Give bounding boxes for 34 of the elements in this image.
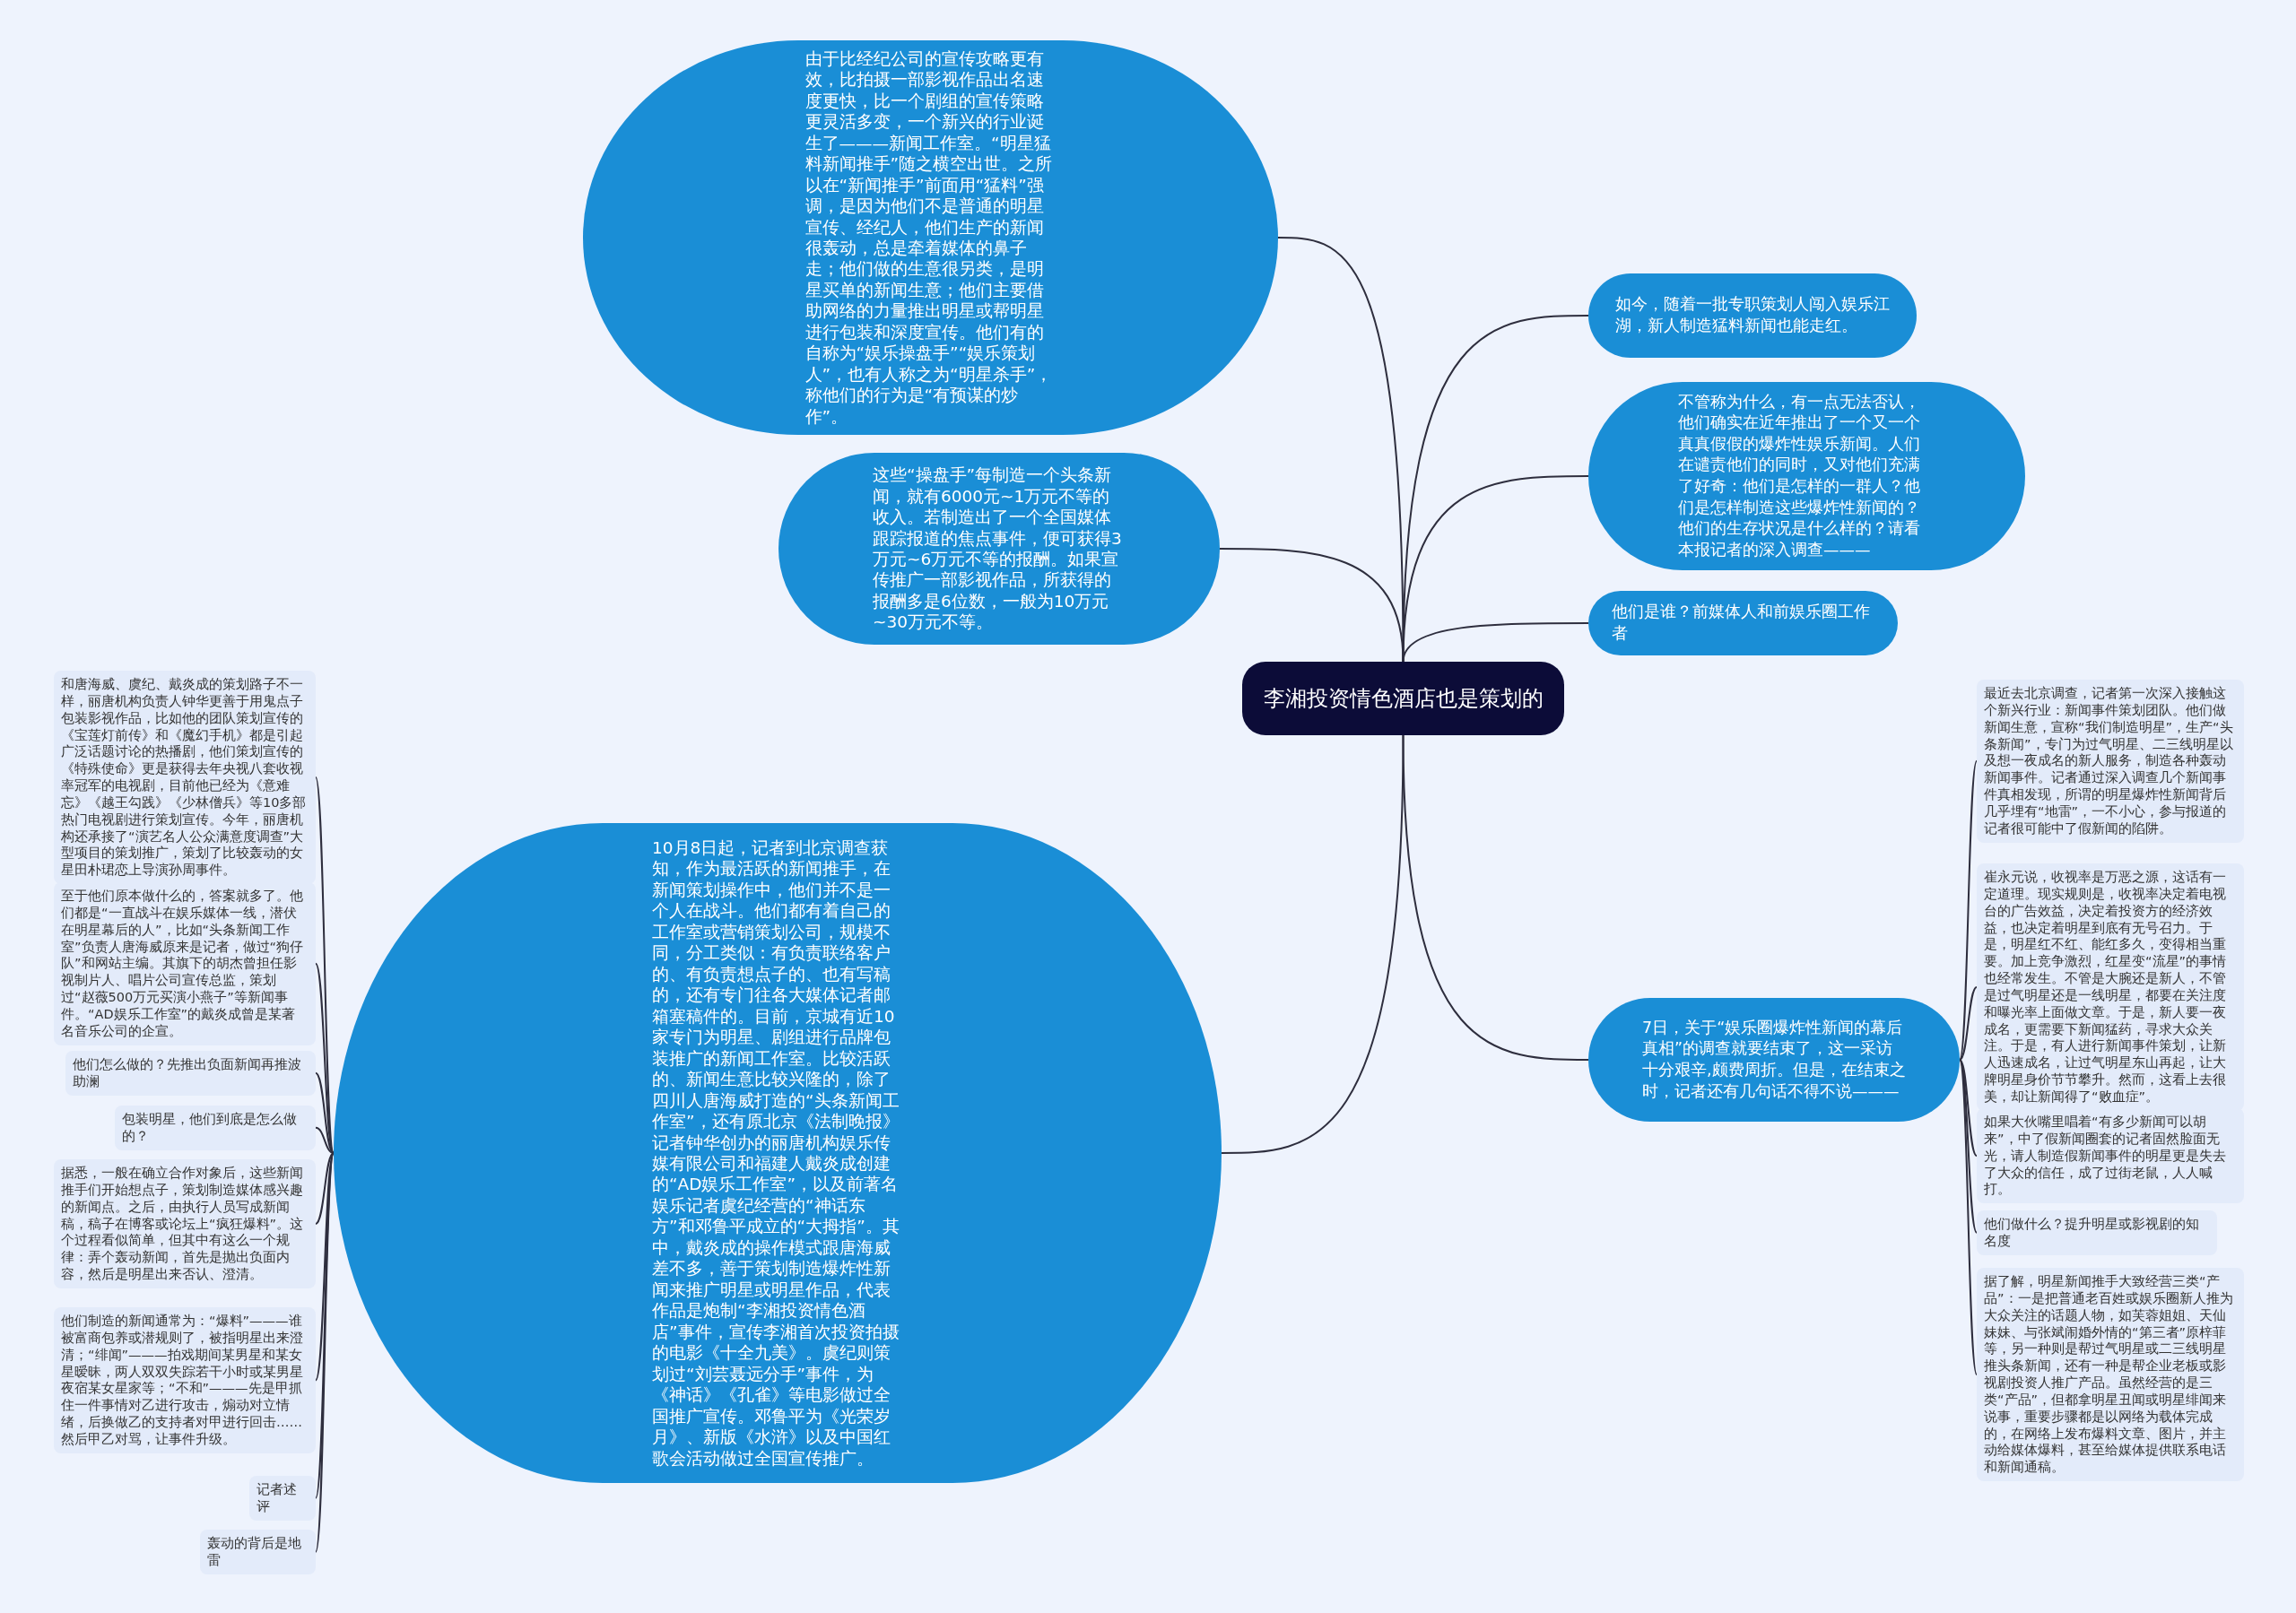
- connector-line: [1402, 315, 1589, 663]
- note-card: 据悉，一般在确立合作对象后，这些新闻推手们开始想点子，策划制造媒体感兴趣的新闻点。之后，由执行人员写成新闻稿，稿子在博客或论坛上“疯狂爆料”。这个过程看似简单，但其中有这么一个规律：弄个轰动新闻，首先是抛出负面内容，然后是明星出来否认、澄清。: [54, 1159, 316, 1288]
- topic-bubble: 10月8日起，记者到北京调查获知，作为最活跃的新闻推手，在新闻策划操作中，他们并不是一个人在战斗。他们都有着自己的工作室或营销策划公司，规模不同，分工类似：有负责联络客户的、有负责想点子的、也有写稿的，还有专门往各大媒体记者邮箱塞稿件的。目前，京城有近10家专门为明星、剧组进行品牌包装推广的新闻工作室。比较活跃的、新闻生意比较兴隆的，除了四川人唐海威打造的“头条新闻工作室”，还有原北京《法制晚报》记者钟华创办的丽唐机构娱乐传媒有限公司和福建人戴炎成创建的“AD娱乐工作室”，以及前著名娱乐记者虞纪经营的“神话东方”和邓鲁平成立的“大拇指”。其中，戴炎成的操作模式跟唐海威差不多，善于策划制造爆炸性新闻来推广明星或明星作品，代表作品是炮制“李湘投资情色酒店”事件，宣传李湘首次投资拍摄的电影《十全九美》。虞纪则策划过“刘芸聂远分手”事件，为《神话》《孔雀》等电影做过全国推广宣传。邓鲁平为《光荣岁月》、新版《水浒》以及中国红歌会活动做过全国宣传推广。: [334, 823, 1222, 1483]
- connector-line: [315, 1071, 335, 1154]
- note-card: 如果大伙嘴里唱着“有多少新闻可以胡来”，中了假新闻圈套的记者固然脸面无光，请人制造假新闻事件的明星更是失去了大众的信任，成了过街老鼠，人人喊打。: [1977, 1108, 2244, 1204]
- connector-line: [1959, 759, 1978, 1061]
- topic-bubble: 由于比经纪公司的宣传攻略更有效，比拍摄一部影视作品出名速度更快，比一个剧组的宣传策略更灵活多变，一个新兴的行业诞生了———新闻工作室。“明星猛料新闻推手”随之横空出世。之所以在“新闻推手”前面用“猛料”强调，是因为他们不是普通的明星宣传、经纪人，他们生产的新闻很轰动，总是牵着媒体的鼻子走；他们做的生意很另类，是明星买单的新闻生意；他们主要借助网络的力量推出明星或帮明星进行包装和深度宣传。他们有的自称为“娱乐操盘手”“娱乐策划人”，也有人称之为“明星杀手”，称他们的行为是“有预谋的炒作”。: [583, 40, 1278, 435]
- connector-line: [1402, 622, 1589, 663]
- note-card: 记者述评: [249, 1476, 316, 1521]
- note-card: 和唐海威、虞纪、戴炎成的策划路子不一样，丽唐机构负责人钟华更善于用鬼点子包装影视作品，比如他的团队策划宣传的《宝莲灯前传》和《魔幻手机》都是引起广泛话题讨论的热播剧，他们策划宣传的《特殊使命》更是获得去年央视八套收视率冠军的电视剧，目前他已经为《意难忘》《越王勾践》《少林僧兵》等10多部热门电视剧进行策划宣传。今年，丽唐机构还承接了“演艺名人公众满意度调查”大型项目的策划推广，策划了比较轰动的女星田朴珺恋上导演孙周事件。: [54, 671, 316, 885]
- note-card: 他们做什么？提升明星或影视剧的知名度: [1977, 1210, 2217, 1255]
- connector-line: [1959, 1059, 1978, 1234]
- note-card: 他们制造的新闻通常为：“爆料”———谁被富商包养或潜规则了，被指明星出来澄清；“绯闻”———拍戏期间某男星和某女星暧昧，两人双双失踪若干小时或某男星夜宿某女星家等；“不和”———先是甲抓住一件事情对乙进行攻击，煽动对立情绪，后换做乙的支持者对甲进行回击……然后甲乙对骂，让事件升级。: [54, 1307, 316, 1453]
- connector-line: [1402, 734, 1589, 1061]
- connector-line: [1959, 1059, 1978, 1158]
- central-topic-box: 李湘投资情色酒店也是策划的: [1242, 662, 1564, 735]
- note-card: 崔永元说，收视率是万恶之源，这话有一定道理。现实规则是，收视率决定着电视台的广告效益，决定着投资方的经济效益，也决定着明星到底有无号召力。于是，明星红不红、能红多久，变得相当重要。加上竞争激烈，红星变“流星”的事情也经常发生。不管是大腕还是新人，不管是过气明星还是一线明星，都要在关注度和曝光率上面做文章。于是，新人要一夜成名，更需要下新闻猛药，寻求大众关注。于是，有人进行新闻事件策划，让新人迅速成名，让过气明星东山再起，让大牌明星身价节节攀升。然而，这看上去很美，却让新闻得了“败血症”。: [1977, 863, 2244, 1111]
- connector-line: [1221, 734, 1405, 1154]
- connector-line: [315, 1126, 335, 1154]
- connector-line: [315, 1152, 335, 1225]
- note-card: 包装明星，他们到底是怎么做的？: [115, 1106, 316, 1150]
- note-card: 他们怎么做的？先推出负面新闻再推波助澜: [65, 1051, 316, 1096]
- topic-bubble: 不管称为什么，有一点无法否认，他们确实在近年推出了一个又一个真真假假的爆炸性娱乐新闻。人们在谴责他们的同时，又对他们充满了好奇：他们是怎样的一群人？他们是怎样制造这些爆炸性新闻的？他们的生存状况是什么样的？请看本报记者的深入调查———: [1588, 382, 2025, 570]
- note-card: 最近去北京调查，记者第一次深入接触这个新兴行业：新闻事件策划团队。他们做新闻生意，宣称“我们制造明星”，生产“头条新闻”，专门为过气明星、二三线明星以及想一夜成名的新人服务，制造各种轰动新闻事件。记者通过深入调查几个新闻事件真相发现，所谓的明星爆炸性新闻背后几乎埋有“地雷”，一不小心，参与报道的记者很可能中了假新闻的陷阱。: [1977, 680, 2244, 843]
- topic-bubble: 7日，关于“娱乐圈爆炸性新闻的幕后真相”的调查就要结束了，这一采访十分艰辛,颇费周折。但是，在结束之时，记者还有几句话不得不说———: [1588, 998, 1960, 1122]
- topic-bubble: 他们是谁？前媒体人和前娱乐圈工作者: [1588, 591, 1898, 655]
- connector-line: [315, 962, 335, 1154]
- connector-line: [1959, 985, 1978, 1061]
- connector-line: [1219, 548, 1405, 663]
- note-card: 据了解，明星新闻推手大致经营三类“产品”：一是把普通老百姓或娱乐圈新人推为大众关注的话题人物，如芙蓉姐姐、天仙妹妹、与张斌闹婚外情的“第三者”原梓菲等，另一种则是帮过气明星或二三线明星推头条新闻，还有一种是帮企业老板或影视剧投资人推广产品。虽然经营的是三类“产品”，但都拿明星丑闻或明星绯闻来说事，重要步骤都是以网络为载体完成的，在网络上发布爆料文章、图片，并主动给媒体爆料，甚至给媒体提供联系电话和新闻通稿。: [1977, 1268, 2244, 1482]
- topic-bubble: 这些“操盘手”每制造一个头条新闻，就有6000元~1万元不等的收入。若制造出了一个全国媒体跟踪报道的焦点事件，便可获得3万元~6万元不等的报酬。如果宣传推广一部影视作品，所获得的报酬多是6位数，一般为10万元~30万元不等。: [778, 453, 1220, 645]
- note-card: 至于他们原本做什么的，答案就多了。他们都是“一直战斗在娱乐媒体一线，潜伏在明星幕后的人”，比如“头条新闻工作室”负责人唐海威原来是记者，做过“狗仔队”和网站主编。其旗下的胡杰曾担任影视制片人、唱片公司宣传总监，策划过“赵薇500万元买演小燕子”等新闻事件。“AD娱乐工作室”的戴炎成曾是某著名音乐公司的企宣。: [54, 882, 316, 1045]
- note-card: 轰动的背后是地雷: [200, 1530, 316, 1574]
- topic-bubble: 如今，随着一批专职策划人闯入娱乐江湖，新人制造猛料新闻也能走红。: [1588, 273, 1917, 358]
